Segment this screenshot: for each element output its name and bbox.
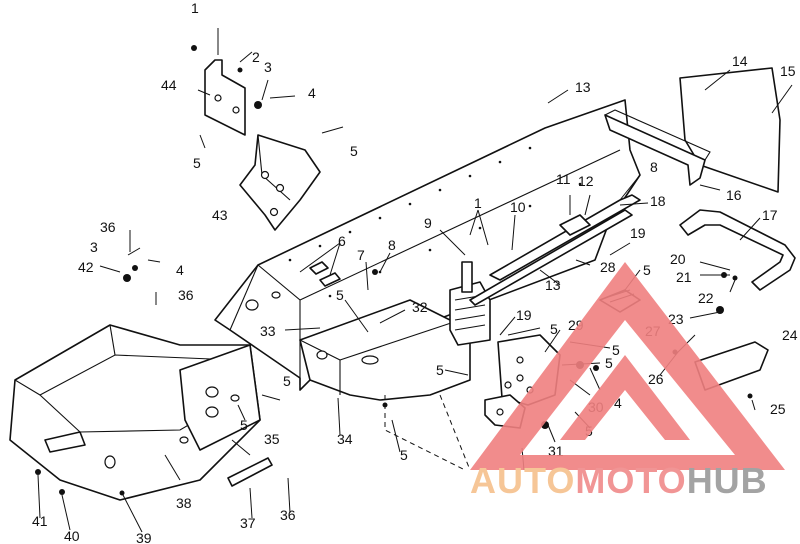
callout-6: 6 [338,233,346,249]
callout-4: 4 [614,395,622,411]
callout-32: 32 [412,299,428,315]
callout-40: 40 [64,528,80,544]
watermark-part-hub: HUB [687,460,768,501]
bracket-44 [191,28,246,136]
callout-5: 5 [193,155,201,171]
main-frame-tunnel [214,99,641,391]
callout-43: 43 [212,207,228,223]
callout-19: 19 [516,307,532,323]
callout-24: 24 [782,327,798,343]
callout-44: 44 [161,77,177,93]
callout-22: 22 [698,290,714,306]
callout-5: 5 [350,143,358,159]
callout-38: 38 [176,495,192,511]
steering-post-assembly [449,194,641,346]
callout-14: 14 [732,53,748,69]
channel-16 [604,109,711,186]
watermark-triangle-icon [470,262,785,470]
callout-28: 28 [600,259,616,275]
callout-23: 23 [668,311,684,327]
rail-37 [227,457,273,487]
callout-16: 16 [726,187,742,203]
callout-3: 3 [264,59,272,75]
callout-25: 25 [770,401,786,417]
bracket-43 [239,134,321,231]
watermark-part-moto: MOTO [575,460,686,501]
callout-3: 3 [90,239,98,255]
callout-5: 5 [240,417,248,433]
callout-34: 34 [337,431,353,447]
callout-18: 18 [650,193,666,209]
callout-10: 10 [510,199,526,215]
callout-41: 41 [32,513,48,529]
front-lower-frame [299,299,471,471]
callout-1: 1 [191,0,199,16]
watermark-inner-chevron-icon [560,355,690,440]
callout-13: 13 [575,79,591,95]
callout-12: 12 [578,173,594,189]
callout-4: 4 [308,85,316,101]
watermark-logo: AUTOMOTOHUB [470,262,785,501]
callout-5: 5 [400,447,408,463]
callout-26: 26 [648,371,664,387]
callout-37: 37 [240,515,256,531]
callout-8: 8 [650,159,658,175]
callout-36: 36 [100,219,116,235]
callout-17: 17 [762,207,778,223]
callout-8: 8 [388,237,396,253]
callout-11: 11 [556,171,571,187]
callout-19: 19 [630,225,646,241]
callout-5: 5 [336,287,344,303]
callout-35: 35 [264,431,280,447]
callout-4: 4 [176,262,184,278]
callout-1: 1 [474,195,482,211]
callout-20: 20 [670,251,686,267]
callout-5: 5 [643,262,651,278]
callout-36: 36 [178,287,194,303]
callout-labels: 1 2 3 4 44 5 5 43 13 14 15 16 8 11 12 18… [32,0,798,544]
callout-5: 5 [436,362,444,378]
callout-9: 9 [424,215,432,231]
callout-5: 5 [283,373,291,389]
svg-text:AUTOMOTOHUB: AUTOMOTOHUB [470,460,768,501]
bumper-tube-17 [679,209,796,291]
belly-pan-38 [9,324,261,501]
callout-42: 42 [78,259,94,275]
callout-33: 33 [260,323,276,339]
callout-5: 5 [550,321,558,337]
callout-39: 39 [136,530,152,544]
callout-7: 7 [357,247,365,263]
callout-2: 2 [252,49,260,65]
callout-36: 36 [280,507,296,523]
watermark-part-auto: AUTO [470,460,575,501]
callout-15: 15 [780,63,796,79]
callout-13: 13 [545,277,561,293]
callout-5: 5 [612,342,620,358]
callout-21: 21 [676,269,692,285]
callout-5: 5 [605,355,613,371]
